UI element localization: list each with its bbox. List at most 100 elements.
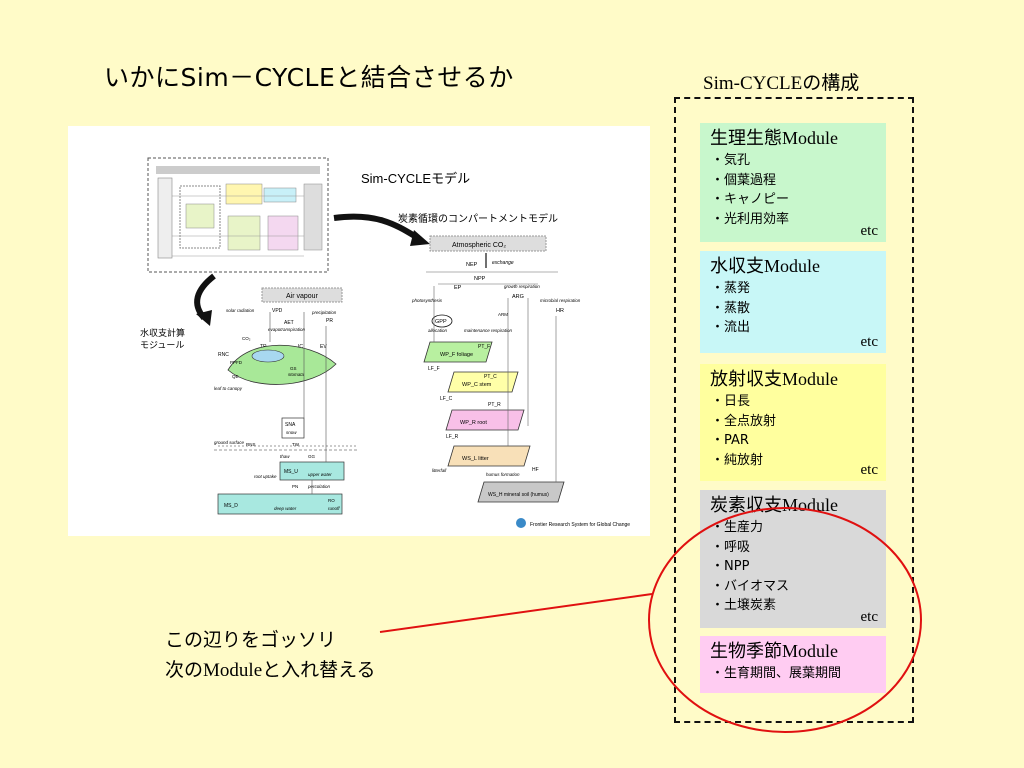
evapotranspiration-label: evapotranspiration bbox=[268, 327, 306, 332]
module-item: 純放射 bbox=[724, 451, 880, 471]
module-water: 水収支Module 蒸発 蒸散 流出 etc bbox=[700, 251, 886, 353]
allocation-label: allocation bbox=[428, 328, 448, 333]
ground-surface-label: ground surface bbox=[214, 440, 245, 445]
module-item: PAR bbox=[724, 431, 880, 451]
exchange-label: exchange bbox=[492, 260, 514, 266]
hr-label: HR bbox=[556, 308, 564, 314]
pool-root-label: WP_R root bbox=[460, 420, 487, 426]
module-item: 土壌炭素 bbox=[724, 596, 880, 616]
module-item: 光利用効率 bbox=[724, 210, 880, 230]
note-line-2-en: Module bbox=[203, 660, 263, 681]
gg-label: GG bbox=[308, 454, 316, 459]
module-suffix: Module bbox=[782, 641, 838, 661]
module-item: キャノピー bbox=[724, 190, 880, 210]
module-name: 水収支 bbox=[710, 256, 764, 277]
stomata-label: stomata bbox=[288, 372, 305, 377]
lf-r-label: LF_R bbox=[446, 434, 459, 440]
module-name: 生理生態 bbox=[710, 128, 782, 149]
pool-foliage bbox=[423, 341, 493, 363]
gpp-node bbox=[431, 314, 453, 328]
thaw-label: thaw bbox=[280, 454, 290, 459]
maintenance-resp-label: maintenance respiration bbox=[464, 328, 513, 333]
module-item: 蒸散 bbox=[724, 299, 880, 319]
tw-label: TW bbox=[292, 442, 300, 447]
module-suffix: Module bbox=[782, 128, 838, 148]
litterfall-label: litterfall bbox=[432, 468, 447, 473]
slide-title: いかにSim－CYCLEと結合させるか bbox=[104, 63, 514, 92]
module-item: NPP bbox=[724, 557, 880, 577]
module-item: 全点放射 bbox=[724, 412, 880, 432]
pool-litter bbox=[447, 445, 531, 467]
module-suffix: Module bbox=[764, 256, 820, 276]
photosynthesis-label: photosynthesis bbox=[411, 298, 443, 303]
module-item: バイオマス bbox=[724, 577, 880, 597]
water-title-1: 水収支計算 bbox=[140, 327, 185, 338]
module-physiology: 生理生態Module 気孔 個葉過程 キャノピー 光利用効率 etc bbox=[700, 123, 886, 242]
water-title-2: モジュール bbox=[140, 340, 184, 350]
vpd-label: VPD bbox=[272, 308, 283, 314]
root-uptake-label: root uptake bbox=[254, 474, 277, 479]
atmos-label: Atmospheric CO₂ bbox=[452, 242, 506, 249]
ep-label: EP bbox=[454, 285, 462, 291]
aet-label: AET bbox=[284, 320, 294, 326]
pool-root bbox=[445, 409, 525, 431]
qe-label: QE bbox=[232, 374, 239, 379]
gpp-label: GPP bbox=[435, 319, 447, 325]
sim-cycle-figure: Sim-CYCLEモデル 炭素循環のコンパートメントモデル Atmospheri… bbox=[68, 126, 650, 536]
pool-litter-label: WS_L litter bbox=[462, 456, 489, 462]
growth-resp-label: growth respiration bbox=[504, 284, 540, 289]
module-item: 呼吸 bbox=[724, 538, 880, 558]
pool-stem-label: WP_C stem bbox=[462, 382, 492, 388]
msd-label: MS_D bbox=[224, 503, 238, 509]
humus-formation-label: humus formation bbox=[486, 472, 520, 477]
co2-label: CO₂ bbox=[242, 336, 251, 341]
module-item: 流出 bbox=[724, 318, 880, 338]
side-title: Sim-CYCLEの構成 bbox=[703, 73, 860, 94]
msu-label: MS_U bbox=[284, 469, 298, 475]
model-title: Sim-CYCLEモデル bbox=[361, 171, 470, 186]
atmos-box bbox=[429, 235, 547, 252]
etc-label: etc bbox=[860, 223, 878, 239]
leaf-to-canopy-label: leaf to canopy bbox=[214, 386, 243, 391]
module-item: 日長 bbox=[724, 392, 880, 412]
stomata-shape bbox=[251, 349, 285, 363]
arg-label: ARG bbox=[512, 294, 524, 300]
rns-label: RNS bbox=[246, 442, 256, 447]
rnc-label: RNC bbox=[218, 352, 229, 358]
etc-label: etc bbox=[860, 462, 878, 478]
pool-stem bbox=[447, 371, 519, 393]
nep-label: NEP bbox=[466, 262, 478, 268]
ic-label: IC bbox=[298, 344, 303, 350]
module-carbon: 炭素収支Module 生産力 呼吸 NPP バイオマス 土壌炭素 etc bbox=[700, 490, 886, 628]
upper-water-label: upper water bbox=[308, 472, 332, 477]
module-radiation: 放射収支Module 日長 全点放射 PAR 純放射 etc bbox=[700, 364, 886, 481]
globe-logo-icon bbox=[516, 518, 526, 528]
air-vapour-box bbox=[261, 287, 343, 303]
precipitation-label: precipitation bbox=[311, 310, 337, 315]
module-item: 気孔 bbox=[724, 151, 880, 171]
sna-label: SNA bbox=[285, 422, 296, 428]
model-diagram: Sim-CYCLEモデル 炭素循環のコンパートメントモデル Atmospheri… bbox=[140, 157, 630, 528]
arm-label: ARM bbox=[498, 312, 508, 317]
arrow-to-carbon bbox=[333, 213, 420, 241]
etc-label: etc bbox=[860, 334, 878, 350]
lf-c-label: LF_C bbox=[440, 396, 453, 402]
etc-label: etc bbox=[860, 609, 878, 625]
ev-label: EV bbox=[320, 344, 327, 350]
module-item: 蒸発 bbox=[724, 279, 880, 299]
pn-label: PN bbox=[292, 484, 298, 489]
npp-label: NPP bbox=[474, 276, 486, 282]
module-item: 生産力 bbox=[724, 518, 880, 538]
percolation-label: percolation bbox=[307, 484, 331, 489]
solar-radiation-label: solar radiation bbox=[226, 308, 255, 313]
module-suffix: Module bbox=[782, 495, 838, 515]
module-item: 生育期間、展葉期間 bbox=[718, 664, 880, 684]
microbial-resp-label: microbial respiration bbox=[540, 298, 581, 303]
pr-label: PR bbox=[326, 318, 333, 324]
lf-f-label: LF_F bbox=[428, 366, 440, 372]
air-vapour-label: Air vapour bbox=[286, 293, 319, 300]
module-phenology: 生物季節Module 生育期間、展葉期間 bbox=[700, 636, 886, 693]
deep-water-label: deep water bbox=[274, 506, 297, 511]
deep-water-box bbox=[217, 493, 343, 515]
ppfd-label: PPFD bbox=[230, 360, 243, 365]
